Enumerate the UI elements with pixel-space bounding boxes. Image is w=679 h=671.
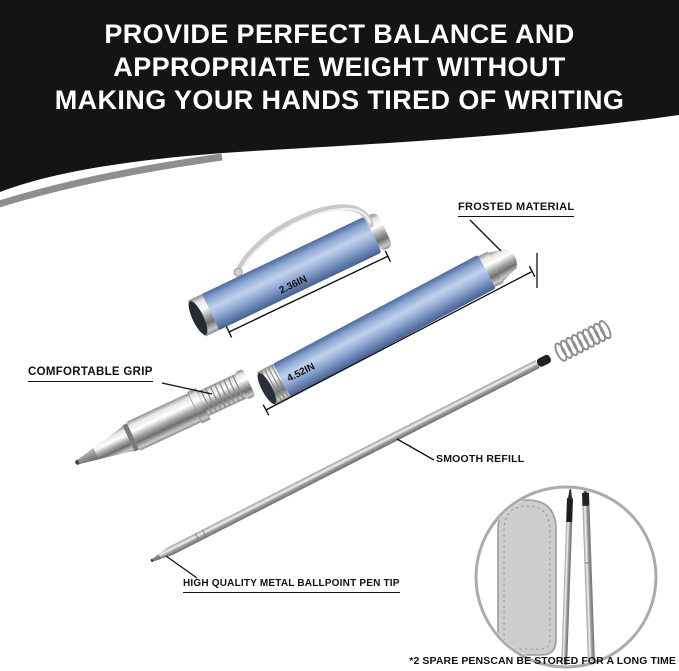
leader-line-smooth-refill xyxy=(396,438,435,461)
inset-circle-graphic xyxy=(474,485,658,669)
banner-headline-line2: APPROPRIATE WEIGHT WITHOUT xyxy=(113,52,566,82)
pouch-graphic xyxy=(497,499,557,656)
measurement-line-cap xyxy=(225,250,392,338)
banner-swoosh xyxy=(0,0,679,208)
label-spare-note: *2 SPARE PENSCAN BE STORED FOR A LONG TI… xyxy=(409,655,676,667)
banner-headline-line3: MAKING YOUR HANDS TIRED OF WRITING xyxy=(54,85,625,115)
leader-line-ballpoint-tip xyxy=(165,555,198,579)
label-smooth-refill: SMOOTH REFILL xyxy=(436,453,525,465)
pen-barrel-graphic xyxy=(257,248,517,406)
label-frosted-material: FROSTED MATERIAL xyxy=(458,201,575,217)
pen-clip xyxy=(233,204,374,277)
label-ballpoint-tip: HIGH QUALITY METAL BALLPOINT PEN TIP xyxy=(183,578,400,593)
leader-line-frosted-material xyxy=(469,219,502,252)
banner-headline: PROVIDE PERFECT BALANCE AND APPROPRIATE … xyxy=(0,18,679,117)
banner-accent-stripe xyxy=(0,153,223,208)
banner-headline-line1: PROVIDE PERFECT BALANCE AND xyxy=(104,19,575,49)
pen-cap-graphic xyxy=(188,204,392,337)
refill-spring-graphic xyxy=(554,320,612,362)
pen-refill-graphic xyxy=(150,320,612,562)
measurement-line-barrel xyxy=(262,265,536,416)
pen-grip-graphic xyxy=(75,369,255,465)
spare-refill-1-graphic xyxy=(561,489,573,665)
leader-line-comfortable-grip xyxy=(161,382,213,395)
grip-threads xyxy=(200,375,245,415)
label-comfortable-grip: COMFORTABLE GRIP xyxy=(28,366,153,382)
